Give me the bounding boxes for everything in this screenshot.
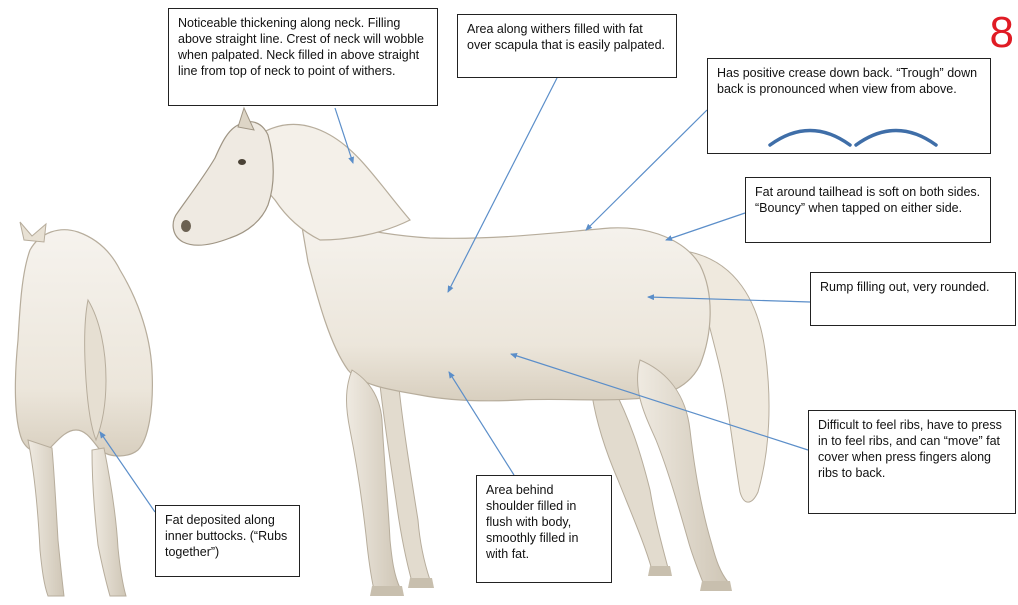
callout-neck: Noticeable thickening along neck. Fillin… bbox=[168, 8, 438, 106]
callout-shoulder: Area behind shoulder filled in flush wit… bbox=[476, 475, 612, 583]
horse-nostril bbox=[181, 220, 191, 232]
horse-hoof bbox=[370, 586, 404, 596]
rear-horse-ears bbox=[20, 222, 46, 242]
callout-ribs: Difficult to feel ribs, have to press in… bbox=[808, 410, 1016, 514]
horse-eye bbox=[238, 159, 246, 165]
horse-hoof bbox=[648, 566, 672, 576]
rear-horse-body bbox=[15, 230, 152, 456]
callout-rump: Rump filling out, very rounded. bbox=[810, 272, 1016, 326]
trough-icon bbox=[760, 120, 946, 150]
rear-view-horse bbox=[15, 222, 152, 596]
horse-ear bbox=[238, 108, 254, 130]
horse-hoof bbox=[408, 578, 434, 588]
horse-hoof bbox=[700, 581, 732, 591]
callout-tailhead: Fat around tailhead is soft on both side… bbox=[745, 177, 991, 243]
rear-horse-left-leg bbox=[28, 440, 64, 596]
callout-buttocks: Fat deposited along inner buttocks. (“Ru… bbox=[155, 505, 300, 577]
rear-horse-right-leg bbox=[92, 448, 126, 596]
page-number: 8 bbox=[986, 8, 1014, 58]
callout-withers: Area along withers filled with fat over … bbox=[457, 14, 677, 78]
